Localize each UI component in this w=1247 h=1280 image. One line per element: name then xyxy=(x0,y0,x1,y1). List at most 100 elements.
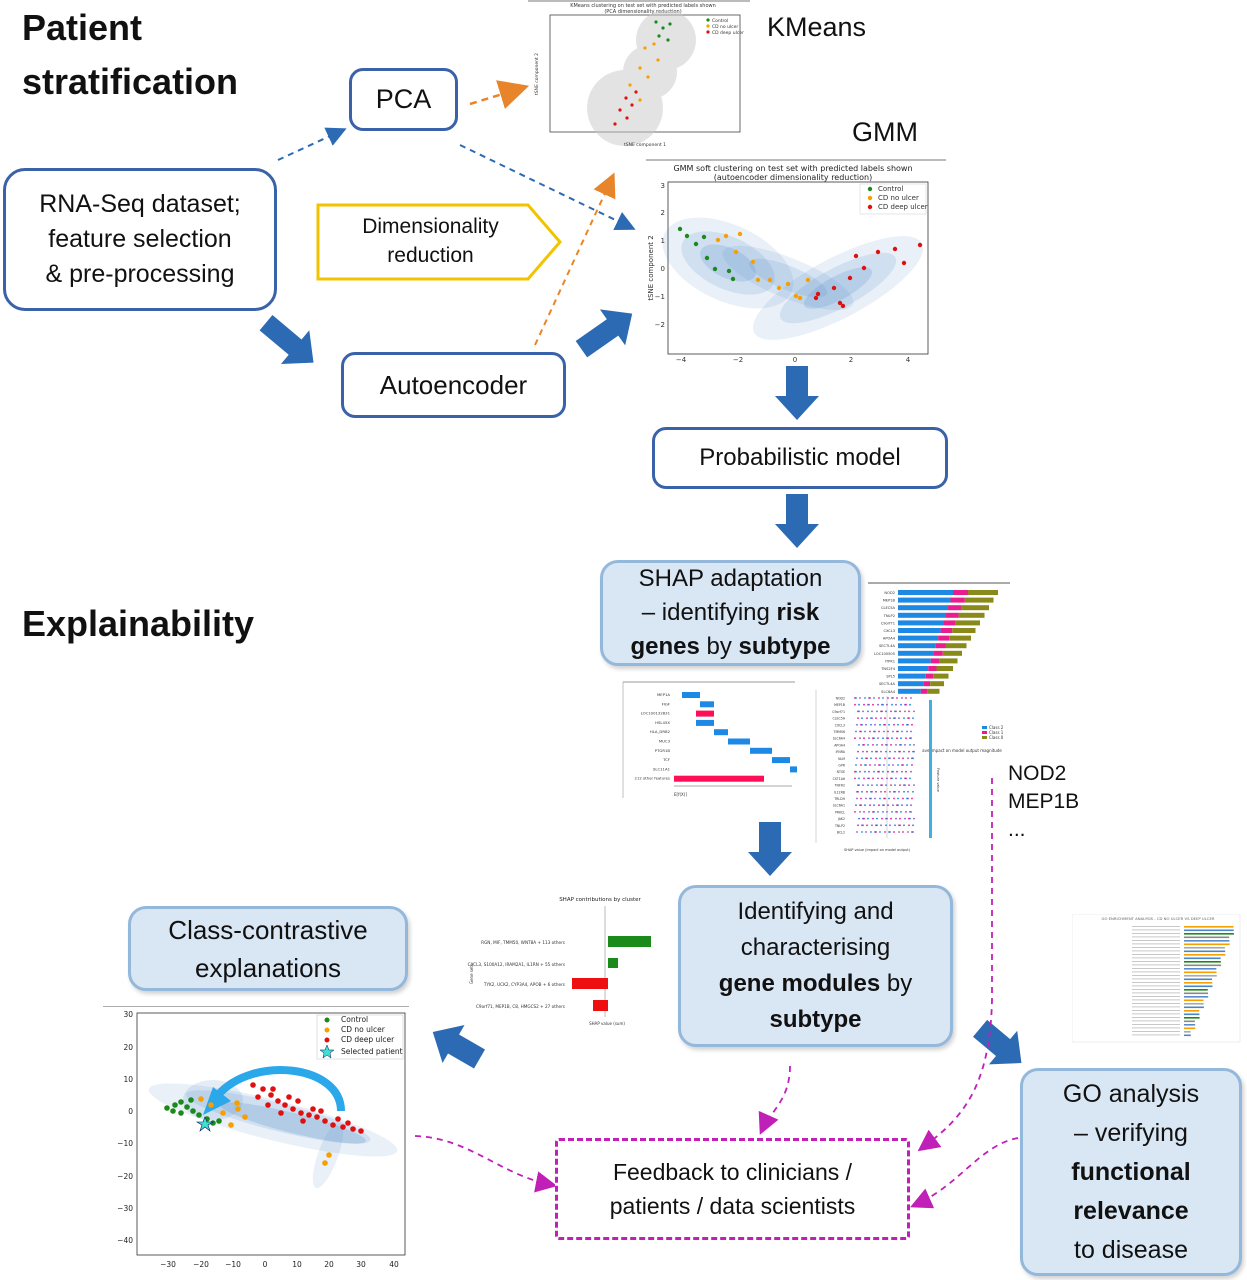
shap-point xyxy=(901,770,903,773)
bar-segment xyxy=(898,612,946,618)
shap-point xyxy=(897,797,899,800)
shap-point xyxy=(877,811,879,813)
go-bar xyxy=(1184,926,1234,928)
shap-point xyxy=(894,750,896,753)
shap-point xyxy=(887,730,889,733)
scatter-point xyxy=(345,1120,351,1126)
shap-point xyxy=(868,770,870,773)
scatter-point xyxy=(170,1108,176,1114)
thick-arrow-modules-go xyxy=(973,1019,1022,1065)
scatter-point xyxy=(184,1104,190,1110)
go-term-label xyxy=(1132,1010,1180,1011)
shap-point xyxy=(892,764,894,766)
shap-point xyxy=(913,817,915,820)
shap-point xyxy=(894,784,896,786)
gene-label: SPL5 xyxy=(886,675,895,679)
go-bar xyxy=(1184,1013,1200,1016)
gmm-ylabel: tSNE component 2 xyxy=(647,235,655,300)
thick-arrow-rna-autoenc xyxy=(259,315,314,364)
feedback-arrow-shap xyxy=(917,778,993,1152)
scatter-point xyxy=(330,1122,336,1128)
shap-point xyxy=(857,717,859,719)
shap-point xyxy=(863,817,865,820)
shap-point xyxy=(891,737,893,740)
shap-point xyxy=(884,790,886,793)
go-term-label xyxy=(1132,1024,1180,1025)
shap-point xyxy=(892,770,894,773)
shap-point xyxy=(864,730,866,733)
shap-point xyxy=(878,697,880,699)
shap-bar-legend: Class 2 Class 1 Class 0 xyxy=(982,725,1004,740)
gene-label: NOD2 xyxy=(884,591,895,595)
shap-point xyxy=(871,717,873,719)
shap-point xyxy=(854,777,856,780)
shap-point xyxy=(889,831,891,833)
shap-point xyxy=(911,797,913,800)
bar-segment xyxy=(958,612,985,618)
feature-label: LOC100132831 xyxy=(641,711,671,716)
shap-point xyxy=(886,811,888,813)
shap-point xyxy=(910,804,912,807)
go-term-label xyxy=(1132,1006,1180,1008)
shap-point xyxy=(900,744,902,746)
shap-point xyxy=(872,703,874,706)
shap-point xyxy=(889,790,891,793)
shap-point xyxy=(882,770,884,773)
shap-point xyxy=(869,730,871,733)
shap-point xyxy=(871,750,873,753)
go-analysis-box: GO analysis – verifying functional relev… xyxy=(1020,1068,1242,1276)
go-bar xyxy=(1184,1017,1200,1019)
scatter-point xyxy=(216,1118,222,1124)
bar-segment xyxy=(961,605,989,611)
scatter-point xyxy=(295,1098,301,1104)
go-bar xyxy=(1184,943,1230,946)
shap-point xyxy=(873,811,875,813)
go-term-label xyxy=(1132,954,1180,955)
shap-point xyxy=(896,737,898,740)
box-line: patients / data scientists xyxy=(609,1193,856,1219)
shap-point xyxy=(875,790,877,793)
shap-point xyxy=(879,757,881,760)
box-line: feature selection xyxy=(48,225,232,253)
shap-point xyxy=(910,730,912,733)
scatter-point xyxy=(335,1116,341,1122)
shap-point xyxy=(893,797,895,800)
bar-segment xyxy=(945,612,959,618)
cluster-plot-xlabel: SHAP value (sum) xyxy=(589,1021,625,1026)
go-bar xyxy=(1184,950,1226,953)
class-contrastive-box: Class-contrastive explanations xyxy=(128,906,408,991)
shap-point xyxy=(900,777,902,780)
box-line: & pre-processing xyxy=(45,260,235,288)
go-term-label xyxy=(1132,985,1180,987)
go-term-label xyxy=(1132,992,1180,994)
y-tick: 3 xyxy=(661,182,665,190)
x-tick: 10 xyxy=(292,1260,302,1269)
shap-point xyxy=(909,744,911,746)
risk-gene: ... xyxy=(1008,818,1026,841)
shap-point xyxy=(870,723,872,726)
shap-point xyxy=(862,784,864,786)
kmeans-plot-title: KMeans clustering on test set with predi… xyxy=(570,3,716,9)
shap-point xyxy=(882,703,884,706)
gene-label: ITPK1 xyxy=(885,659,895,663)
shap-point xyxy=(881,744,883,746)
shap-point xyxy=(873,804,875,807)
shap-point xyxy=(863,703,865,706)
feature-label: MEP1A xyxy=(657,692,670,697)
cluster-row-labels: RGN, MIF, TMM50, WNT8A + 113 others CXCL… xyxy=(468,940,565,1009)
shap-point xyxy=(888,723,890,726)
dashed-arrow-autoenc-gmm xyxy=(534,172,616,346)
scatter-point xyxy=(310,1106,316,1112)
shap-point xyxy=(913,710,915,713)
shap-point xyxy=(879,723,881,726)
shap-point xyxy=(899,710,901,713)
shap-point xyxy=(868,777,870,780)
shap-point xyxy=(855,770,857,773)
thick-arrow-modules-contrastive xyxy=(432,1024,486,1069)
legend-label: Control xyxy=(712,18,728,24)
text-span: by xyxy=(880,970,913,997)
go-term-label xyxy=(1132,982,1180,983)
box-line: SHAP adaptation xyxy=(638,565,823,592)
shap-point xyxy=(860,797,862,800)
box-line: Class-contrastive xyxy=(168,914,368,945)
